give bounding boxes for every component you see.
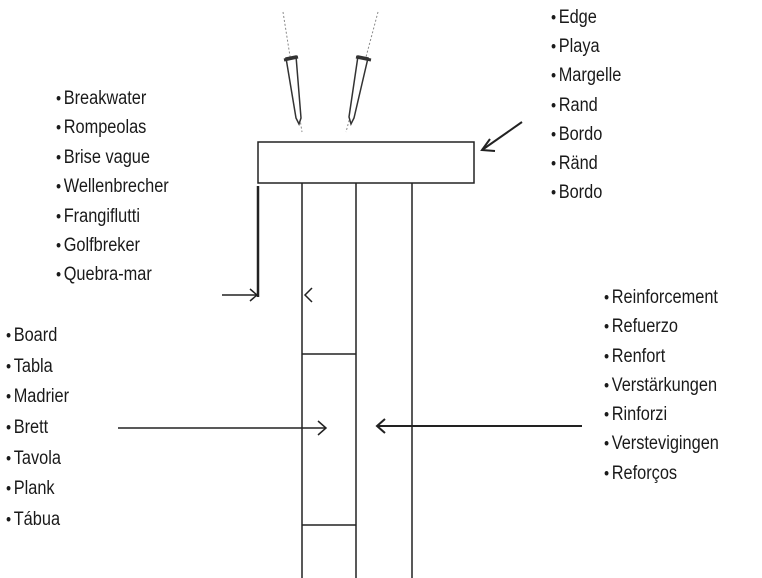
breakwater-label: Frangiflutti [56, 206, 169, 236]
breakwater-label: Quebra-mar [56, 265, 169, 294]
edge-label: Rand [551, 96, 621, 125]
reinforcement-label: Renfort [604, 346, 719, 376]
board-label-list: Board Tabla Madrier Brett Tavola Plank T… [6, 326, 79, 541]
nail-right-guide-line [345, 11, 379, 133]
reinforcement-label: Reinforcement [604, 288, 719, 317]
reinforcement-label: Rinforzi [604, 405, 719, 434]
edge-arrow-head [480, 138, 496, 152]
edge-label: Ränd [551, 154, 621, 183]
edge-label: Playa [551, 37, 621, 66]
reinforcement-label: Refuerzo [604, 317, 719, 346]
breakwater-label: Wellenbrecher [56, 177, 169, 206]
nail-left [285, 55, 302, 126]
board-arrow-head [317, 420, 328, 436]
edge-arrow [481, 121, 523, 151]
reinforcement-label: Verstevigingen [604, 434, 719, 463]
reinforcement-label: Reforços [604, 464, 719, 493]
board-label: Tavola [6, 449, 69, 480]
board-label: Tabla [6, 357, 69, 388]
edge-label: Margelle [551, 66, 622, 95]
breakwater-arrow-head [249, 288, 259, 302]
cap-board [257, 141, 475, 184]
breakwater-label: Rompeolas [56, 118, 169, 147]
nail-left-head [283, 55, 299, 62]
board-label: Board [6, 326, 69, 357]
breakwater-label: Brise vague [56, 148, 169, 177]
edge-label-list: Edge Playa Margelle Rand Bordo Ränd Bord… [551, 8, 633, 212]
nails [282, 11, 379, 133]
board-label: Tábua [6, 510, 69, 541]
nail-right [348, 55, 369, 127]
board-top-arrow-head [303, 287, 313, 303]
reinforcement-arrow-head [375, 418, 386, 434]
breakwater-label: Breakwater [56, 89, 169, 118]
reinforcement-label-list: Reinforcement Refuerzo Renfort Verstärku… [604, 288, 738, 493]
edge-label: Bordo [551, 183, 621, 212]
edge-label: Bordo [551, 125, 621, 154]
arrows [118, 121, 582, 436]
breakwater-label-list: Breakwater Rompeolas Brise vague Wellenb… [56, 89, 187, 295]
vertical-board [301, 183, 357, 578]
board-label: Plank [6, 479, 69, 510]
board-label: Madrier [6, 387, 69, 418]
breakwater-label: Golfbreker [56, 236, 169, 265]
reinforcement-label: Verstärkungen [604, 376, 719, 405]
edge-label: Edge [551, 8, 621, 37]
nail-right-head [355, 55, 372, 62]
board-label: Brett [6, 418, 69, 449]
